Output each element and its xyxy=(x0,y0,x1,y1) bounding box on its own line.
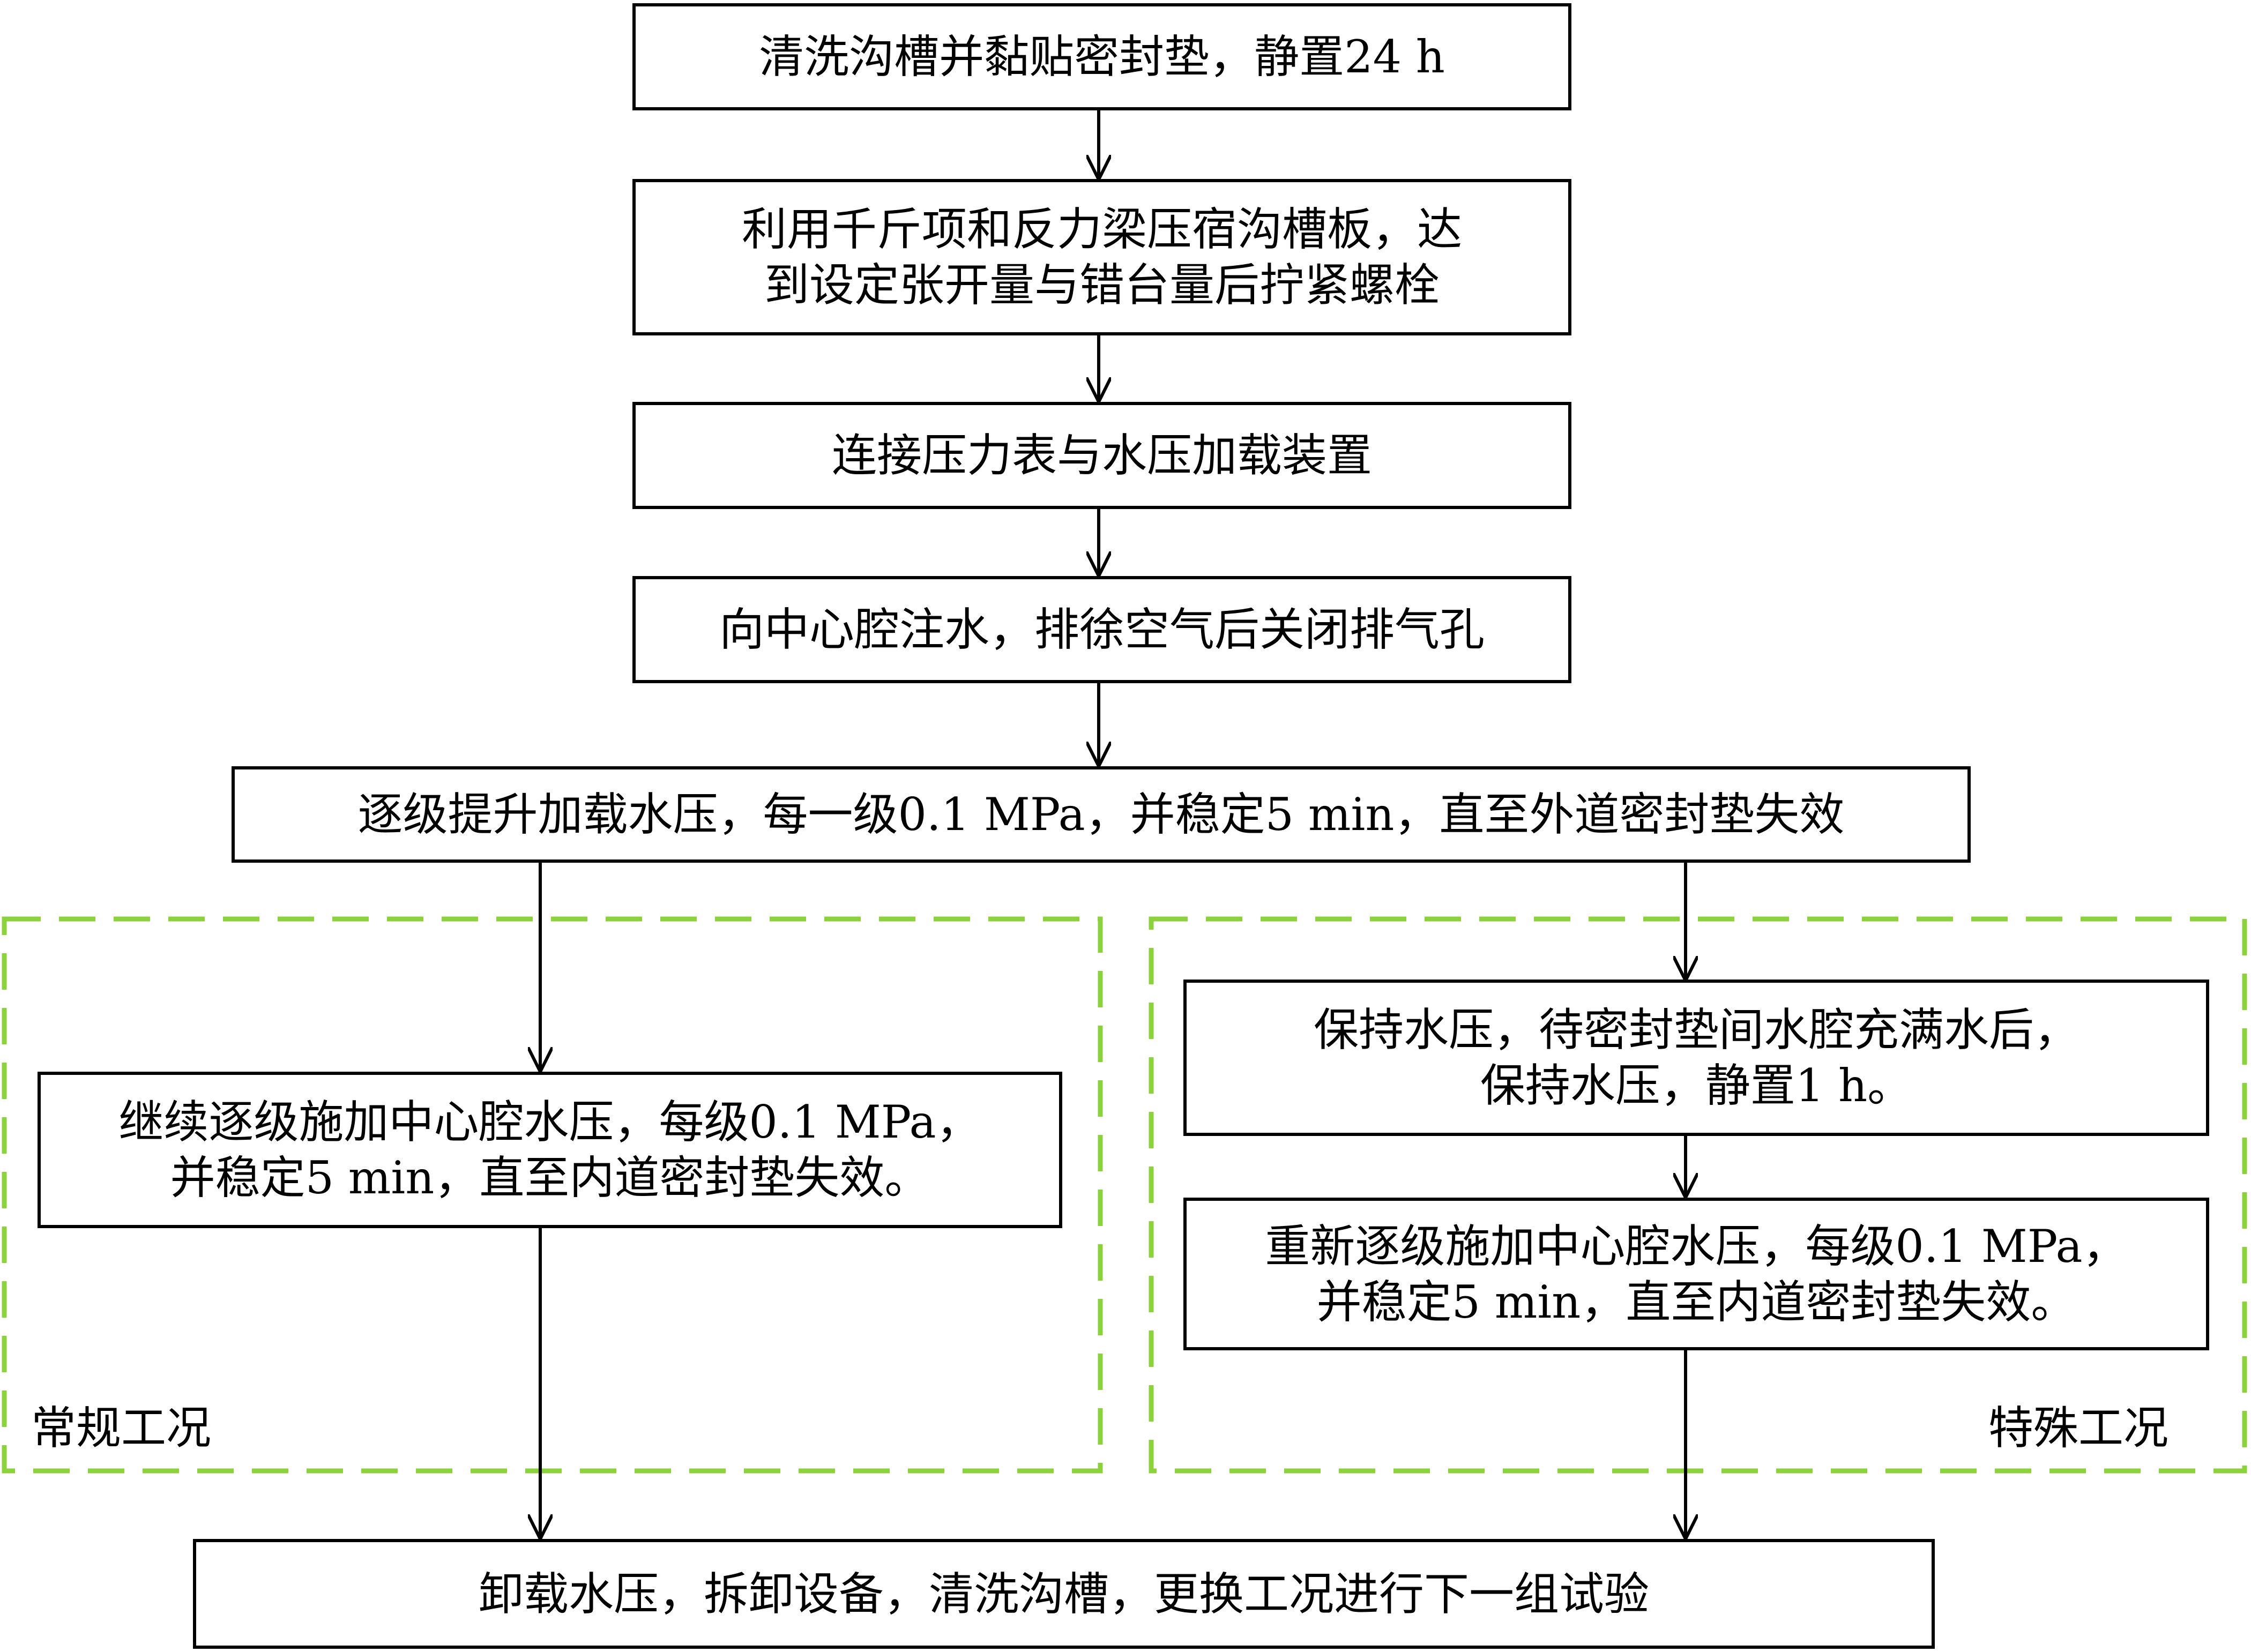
step-connect-gauge: 连接压力表与水压加载装置 xyxy=(632,402,1571,509)
step-fill-water-text: 向中心腔注水，排徐空气后关闭排气孔 xyxy=(719,603,1485,656)
step-special-hold-pressure: 保持水压，待密封垫间水腔充满水后， 保持水压，静置1 h。 xyxy=(1183,980,2209,1136)
step-press-groove-plate-text: 利用千斤项和反力梁压宿沟槽板，达 到设定张开量与错台量后拧紧螺栓 xyxy=(741,203,1462,311)
step-press-groove-plate: 利用千斤项和反力梁压宿沟槽板，达 到设定张开量与错台量后拧紧螺栓 xyxy=(632,179,1571,335)
normal-condition-region xyxy=(2,916,1103,1474)
step-connect-gauge-text: 连接压力表与水压加载装置 xyxy=(831,429,1372,482)
special-condition-label: 特殊工况 xyxy=(1988,1402,2169,1454)
step-special-repressure: 重新逐级施加中心腔水压，每级0.1 MPa， 并稳定5 min，直至内道密封垫失… xyxy=(1183,1198,2209,1350)
special-condition-region xyxy=(1149,916,2247,1474)
step-clean-groove-text: 清洗沟槽并黏贴密封垫，静置24 h xyxy=(759,31,1445,83)
normal-condition-label: 常规工况 xyxy=(31,1402,212,1454)
step-special-repressure-text: 重新逐级施加中心腔水压，每级0.1 MPa， 并稳定5 min，直至内道密封垫失… xyxy=(1265,1220,2128,1328)
step-clean-groove: 清洗沟槽并黏贴密封垫，静置24 h xyxy=(632,3,1571,110)
step-unload-and-reset-text: 卸载水压，拆卸设备，清洗沟槽，更换工况进行下一组试验 xyxy=(478,1567,1649,1620)
step-unload-and-reset: 卸载水压，拆卸设备，清洗沟槽，更换工况进行下一组试验 xyxy=(193,1539,1935,1649)
step-special-hold-pressure-text: 保持水压，待密封垫间水腔充满水后， 保持水压，静置1 h。 xyxy=(1313,1004,2079,1112)
step-increase-pressure-text: 逐级提升加载水压，每一级0.1 MPa，并稳定5 min，直至外道密封垫失效 xyxy=(357,788,1845,841)
step-normal-continue-pressure: 继续逐级施加中心腔水压，每级0.1 MPa， 并稳定5 min，直至内道密封垫失… xyxy=(38,1072,1062,1228)
step-normal-continue-pressure-text: 继续逐级施加中心腔水压，每级0.1 MPa， 并稳定5 min，直至内道密封垫失… xyxy=(118,1096,981,1204)
step-fill-water: 向中心腔注水，排徐空气后关闭排气孔 xyxy=(632,576,1571,683)
step-increase-pressure: 逐级提升加载水压，每一级0.1 MPa，并稳定5 min，直至外道密封垫失效 xyxy=(232,766,1971,863)
